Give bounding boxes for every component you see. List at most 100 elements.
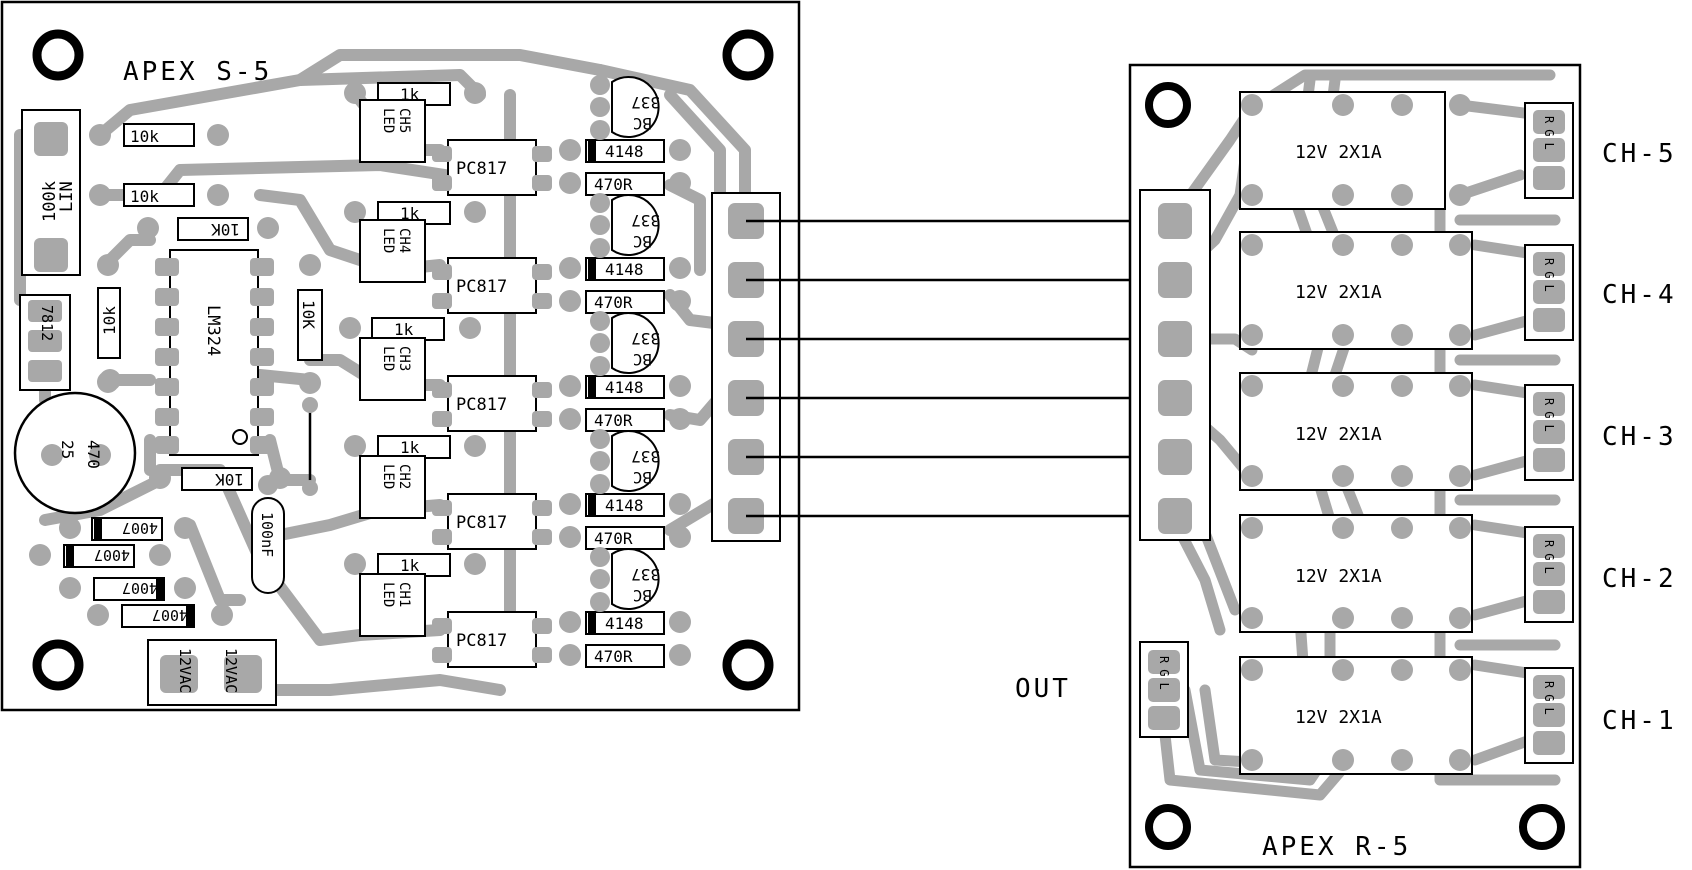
left-mounting-holes	[32, 29, 774, 691]
resistor-470r-label: 470R	[594, 411, 633, 430]
right-mounting-holes	[1145, 82, 1565, 850]
relay-ch3: 12V 2X1A RGL	[1239, 372, 1574, 491]
left-board-title: APEX S-5	[123, 57, 272, 87]
resistor-470r-label: 470R	[594, 293, 633, 312]
relay-ch4: 12V 2X1A RGL	[1239, 231, 1574, 350]
relay-label: 12V 2X1A	[1295, 424, 1382, 445]
supply-label-1: 12VAC	[176, 648, 194, 693]
left-output-connector	[711, 192, 781, 542]
diode-label: 4007	[122, 579, 158, 597]
transistor-number: 337	[631, 329, 660, 348]
diode-4148-label: 4148	[605, 142, 644, 161]
rgl-label: RGL	[1542, 681, 1556, 721]
opto-label: PC817	[456, 395, 507, 415]
relay-label: 12V 2X1A	[1295, 282, 1382, 303]
resistor-10K-top: 10K	[137, 217, 279, 241]
relay-ch2: 12V 2X1A RGL	[1239, 514, 1574, 633]
channel-block-ch1: 1k CH1 LED PC817 4148 470R 337 BC	[344, 547, 691, 668]
transistor-type: BC	[633, 114, 652, 133]
transistor-number: 337	[631, 93, 660, 112]
led-channel-label: CH3	[396, 346, 412, 371]
regulator: 7812	[19, 294, 71, 391]
diode-4007-2: 4007	[29, 544, 171, 568]
rgl-label: RGL	[1542, 116, 1556, 156]
diode-4148-label: 4148	[605, 378, 644, 397]
ceramic-capacitor: 100nF	[251, 475, 285, 594]
resistor-10k-b: 10k	[89, 183, 229, 207]
supply-terminal: 12VAC 12VAC	[147, 639, 277, 706]
supply-label-2: 12VAC	[222, 648, 240, 693]
pot-type-label: LIN	[57, 181, 77, 212]
opto-label: PC817	[456, 513, 507, 533]
rgl-label: RGL	[1542, 398, 1556, 438]
resistor-label: 10K	[299, 300, 318, 329]
relay-ch1: 12V 2X1A RGL	[1239, 656, 1574, 775]
channel-label-ch1: CH-1	[1602, 706, 1677, 736]
led-label: LED	[380, 582, 396, 607]
transistor-type: BC	[633, 468, 652, 487]
mounting-hole	[722, 29, 774, 81]
mounting-hole	[1145, 804, 1191, 850]
relay-label: 12V 2X1A	[1295, 566, 1382, 587]
transistor-number: 337	[631, 211, 660, 230]
right-input-connector	[1139, 189, 1211, 541]
channel-label-ch5: CH-5	[1602, 139, 1677, 169]
interconnect-wires	[746, 219, 1172, 518]
resistor-10K-vertical-right: 10K	[297, 289, 323, 361]
channel-label-ch2: CH-2	[1602, 564, 1677, 594]
capacitor-voltage: 25	[58, 440, 77, 459]
diode-label: 4007	[94, 546, 130, 564]
regulator-label: 7812	[38, 305, 56, 341]
mounting-hole	[32, 639, 84, 691]
resistor-470r-label: 470R	[594, 175, 633, 194]
resistor-470r-label: 470R	[594, 529, 633, 548]
resistor-label: 10K	[215, 470, 244, 489]
resistor-label: 10k	[130, 127, 159, 146]
opto-label: PC817	[456, 159, 507, 179]
led-channel-label: CH2	[396, 464, 412, 489]
resistor-10k-a: 10k	[89, 123, 229, 147]
right-board-title: APEX R-5	[1262, 832, 1411, 862]
resistor-label: 10k	[100, 306, 119, 335]
diode-label: 4007	[152, 606, 188, 624]
resistor-470r-label: 470R	[594, 647, 633, 666]
mounting-hole	[1145, 82, 1191, 128]
ic-lm324: LM324	[155, 249, 274, 456]
resistor-1k-label: 1k	[400, 556, 420, 575]
transistor-number: 337	[631, 565, 660, 584]
diode-label: 4007	[122, 519, 158, 537]
ic-pins-left	[155, 258, 179, 454]
ic-pins-right	[250, 258, 274, 454]
rgl-label: RGL	[1542, 258, 1556, 298]
led-channel-label: CH4	[396, 228, 412, 253]
rgl-label: RGL	[1157, 656, 1171, 696]
transistor-type: BC	[633, 232, 652, 251]
resistor-1k-label: 1k	[394, 320, 414, 339]
diode-4007-4: 4007	[87, 604, 233, 628]
resistor-1k-label: 1k	[400, 438, 420, 457]
relay-label: 12V 2X1A	[1295, 707, 1382, 728]
mounting-hole	[1519, 804, 1565, 850]
channel-block-ch5: 1k CH5 LED PC817 4148 470R 337 BC	[344, 75, 691, 196]
opto-label: PC817	[456, 277, 507, 297]
ic-label: LM324	[203, 305, 223, 356]
diode-4148-label: 4148	[605, 496, 644, 515]
relay-ch5: 12V 2X1A RGL	[1239, 91, 1574, 210]
resistor-10K-bottom: 10K	[149, 467, 291, 491]
led-label: LED	[380, 228, 396, 253]
led-label: LED	[380, 108, 396, 133]
capacitor-value: 470	[84, 440, 103, 469]
diode-4148-label: 4148	[605, 614, 644, 633]
rgl-label: RGL	[1542, 540, 1556, 580]
out-label: OUT	[1015, 674, 1071, 704]
pot-value-label: 100k	[40, 181, 60, 222]
relay-label: 12V 2X1A	[1295, 142, 1382, 163]
diode-4007-1: 4007	[59, 517, 196, 541]
mounting-hole	[32, 29, 84, 81]
channel-block-ch3: 1k CH3 LED PC817 4148 470R 337 BC	[339, 311, 691, 432]
resistor-label: 10K	[211, 220, 240, 239]
opto-label: PC817	[456, 631, 507, 651]
channel-label-ch3: CH-3	[1602, 422, 1677, 452]
led-channel-label: CH1	[396, 582, 412, 607]
channel-block-ch4: 1k CH4 LED PC817 4148 470R 337 BC	[344, 193, 691, 314]
